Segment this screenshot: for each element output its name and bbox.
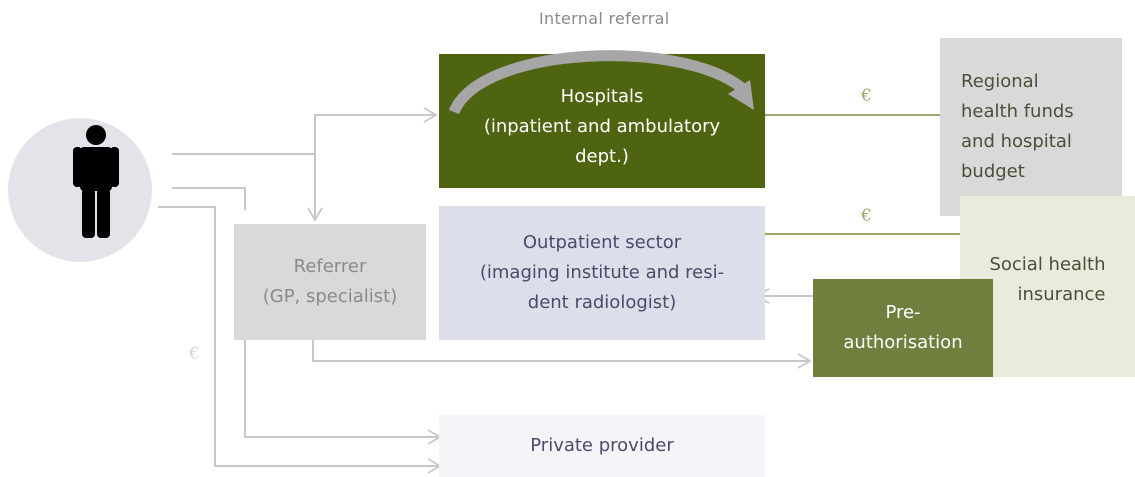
hospitals-title: Hospitals	[560, 86, 644, 107]
euro-label-regional: €	[861, 86, 872, 106]
connector-referrer-private	[244, 340, 442, 445]
internal-referral-label: Internal referral	[539, 9, 670, 28]
euro-label-social: €	[861, 206, 872, 226]
referrer-box: Referrer (GP, specialist)	[234, 224, 426, 340]
preauthorisation-box: Pre- authorisation	[813, 279, 993, 377]
connector-referrer-preauth	[312, 340, 812, 369]
outpatient-box: Outpatient sector (imaging institute and…	[439, 206, 765, 340]
person-icon	[73, 125, 119, 238]
connector-patient-preauth	[172, 187, 246, 210]
connector-patient-hospitals	[172, 107, 438, 155]
private-provider-box: Private provider	[439, 415, 765, 477]
patient-circle	[8, 118, 152, 262]
regional-funds-box: Regional health funds and hospital budge…	[940, 38, 1122, 216]
euro-label-patient: €	[189, 344, 200, 364]
connector-patient-private	[158, 206, 442, 474]
